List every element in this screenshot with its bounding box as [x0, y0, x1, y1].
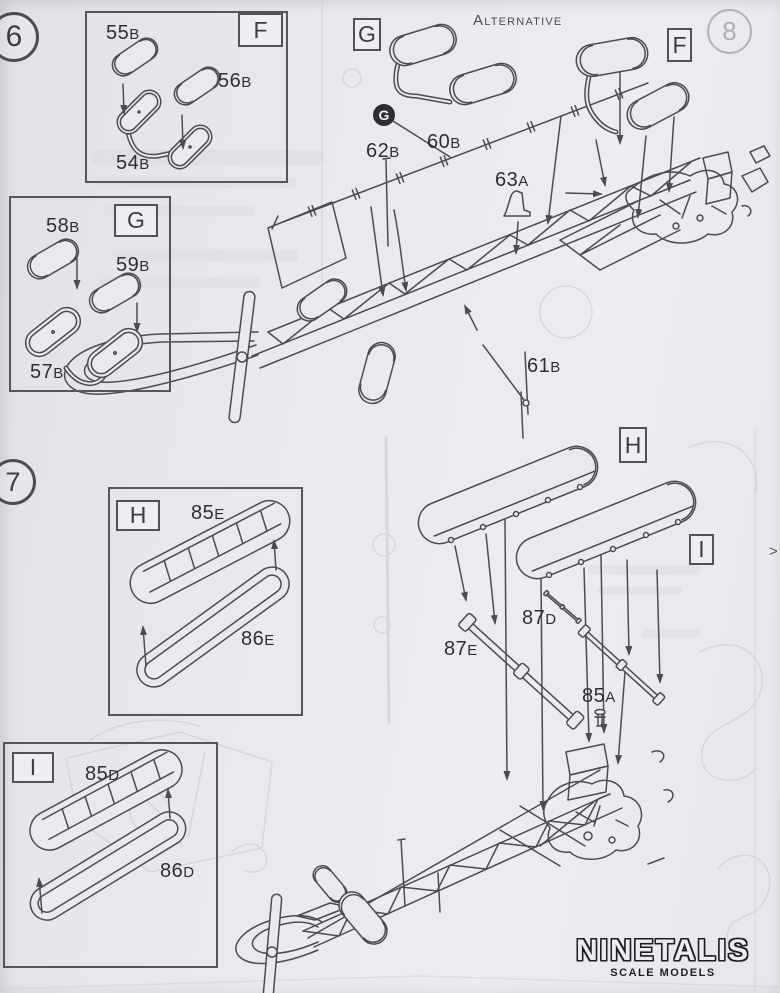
page-edge-marker: > [769, 543, 778, 560]
airframe-bottom-drawing [235, 743, 674, 993]
step-number-8-bleedthrough: 8 [707, 9, 752, 54]
part-label-57b: 57B [30, 361, 64, 383]
sprue-badge-g: G [373, 104, 395, 126]
alternative-heading: Alternative [473, 12, 563, 29]
part-label-61b: 61B [527, 355, 561, 377]
pontoon-i-drawing [509, 474, 703, 586]
part-label-54b: 54B [116, 152, 150, 174]
spreader-bars-drawing [456, 589, 667, 731]
inset-box-f [85, 11, 288, 183]
sprue-letter-i-inset: I [12, 752, 54, 783]
step6-assembly-arrows [370, 71, 675, 331]
sprue-letter-h-inset: H [116, 500, 160, 531]
sprue-letter-h-pontoon: H [619, 427, 647, 463]
part-label-86d: 86D [160, 860, 195, 882]
part-label-59b: 59B [116, 254, 150, 276]
part-label-85e: 85E [191, 502, 225, 524]
inset-i-drawing [22, 742, 193, 928]
sprue-letter-g-alternative: G [353, 18, 381, 51]
part-label-60b: 60B [427, 131, 461, 153]
sprue-letter-i-pontoon: I [689, 534, 714, 565]
sprue-letter-f-alternative: F [667, 28, 692, 62]
watermark-tagline-text: SCALE MODELS [610, 967, 716, 979]
inset-box-i [3, 742, 218, 968]
pontoon-h-drawing [411, 439, 605, 551]
step-number-6: 6 [0, 12, 39, 62]
part-label-85d: 85D [85, 763, 120, 785]
sprue-letter-g-inset: G [114, 204, 158, 237]
alternative-f-floats-drawing [573, 34, 695, 135]
part-label-87e: 87E [444, 638, 478, 660]
part-label-87d: 87D [522, 607, 557, 629]
step7-assembly-arrows [454, 519, 664, 811]
part-label-55b: 55B [106, 22, 140, 44]
inset-box-h [108, 487, 303, 716]
pin-85a-drawing [594, 708, 606, 727]
part-label-56b: 56B [218, 70, 252, 92]
part-label-63a: 63A [495, 169, 529, 191]
watermark-logo: NINETALIS SCALE MODELS [553, 934, 773, 980]
part-label-62b: 62B [366, 140, 400, 162]
inset-box-g [9, 196, 171, 392]
part-label-58b: 58B [46, 215, 80, 237]
inset-f-drawing [107, 33, 225, 174]
part-label-86e: 86E [241, 628, 275, 650]
inset-g-drawing [19, 234, 149, 386]
watermark-brand-text: NINETALIS [575, 934, 751, 967]
step-number-7: 7 [0, 459, 36, 505]
sprue-letter-f-inset: F [238, 13, 283, 47]
alternative-g-floats-drawing [385, 20, 521, 109]
airframe-top-drawing [63, 145, 771, 439]
inset-h-drawing [122, 492, 298, 695]
part-label-85a: 85A [582, 685, 616, 707]
